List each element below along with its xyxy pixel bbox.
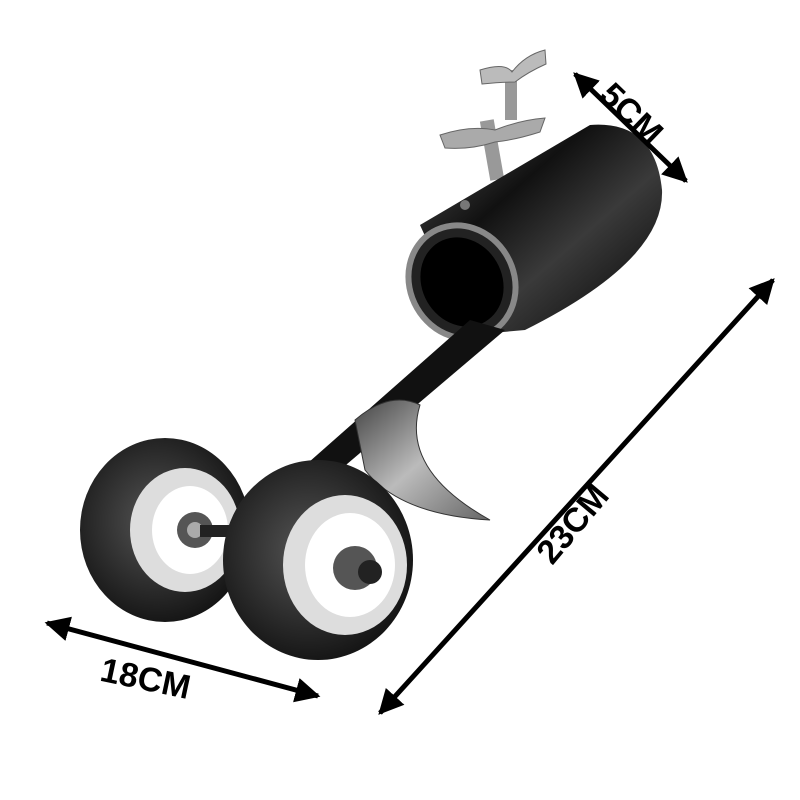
tube-diameter-arrow [573,72,688,183]
handle-tube [405,124,663,342]
rear-wheel [80,438,250,622]
overall-length-arrow [378,278,775,715]
front-wheel [223,460,413,660]
wheel-width-arrow [44,616,321,703]
wing-nut-icon [439,49,547,181]
